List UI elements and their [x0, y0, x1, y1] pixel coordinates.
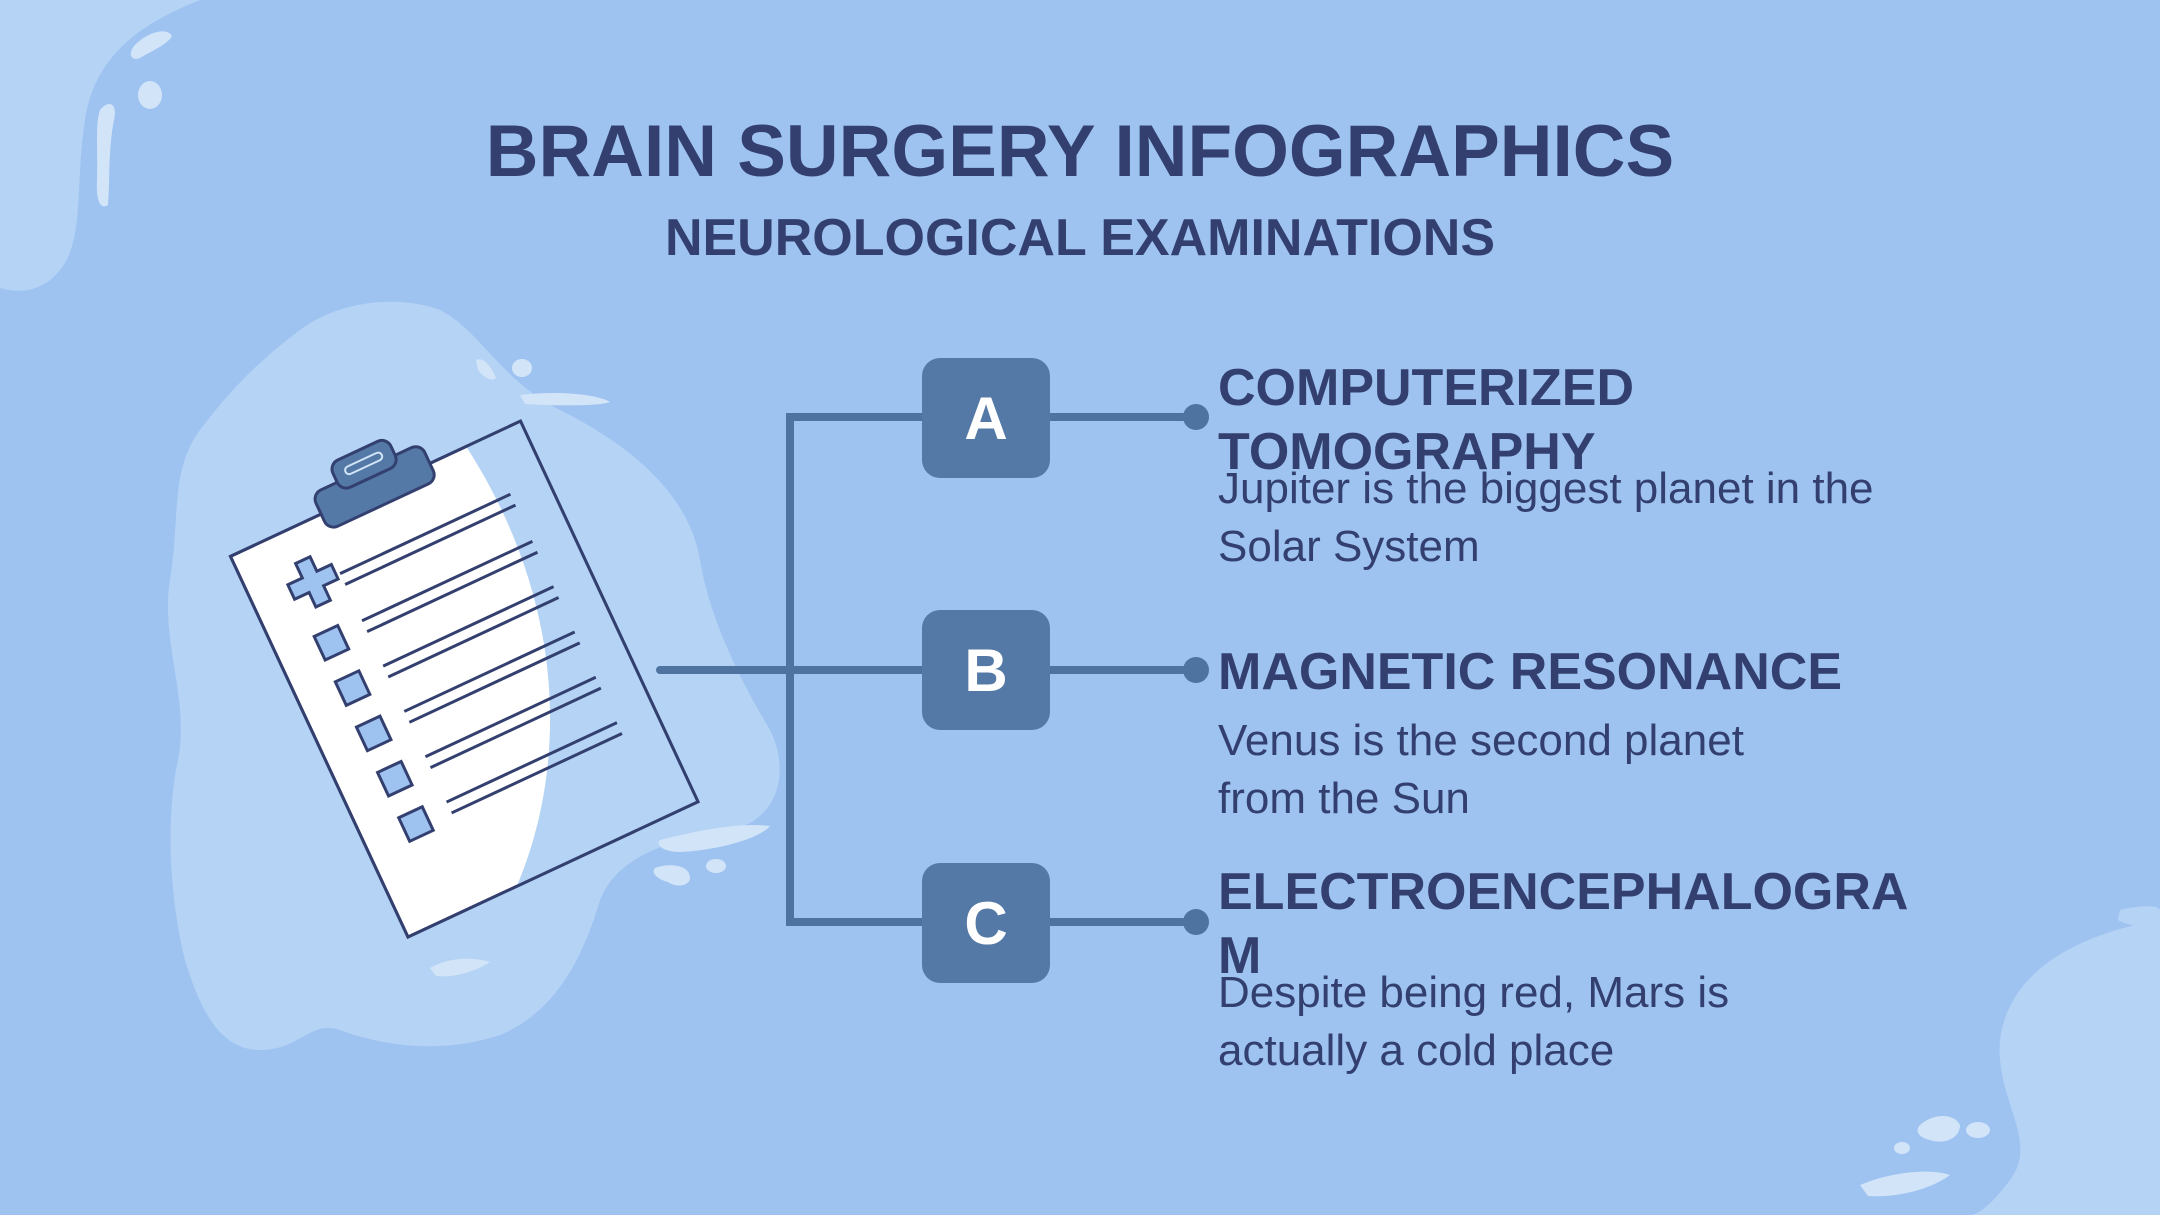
bottom-right-splash-1 [1917, 1115, 1960, 1142]
badge-a: A [922, 358, 1050, 478]
blob-splash-2 [653, 865, 690, 886]
blob-splash-1 [658, 824, 770, 852]
blob-highlight [476, 359, 496, 380]
page-title: BRAIN SURGERY INFOGRAPHICS [485, 111, 1675, 192]
blob-stroke [520, 392, 610, 406]
endpoint-dot-a [1183, 404, 1209, 430]
badge-c: C [922, 863, 1050, 983]
bottom-right-highlight [2118, 906, 2160, 927]
top-left-dot [138, 81, 162, 109]
item-description-b: Venus is the second planet from the Sun [1218, 716, 1744, 823]
item-title-a: COMPUTERIZED TOMOGRAPHY [1218, 359, 1634, 481]
blob-splash-3 [706, 859, 726, 873]
top-left-stroke [96, 104, 115, 207]
blob-splash-4 [430, 958, 490, 977]
item-title-b: MAGNETIC RESONANCE [1218, 643, 1843, 701]
bottom-right-splash-3 [1860, 1171, 1950, 1197]
item-description-c: Despite being red, Mars is actually a co… [1218, 968, 1730, 1075]
blob-dot [512, 359, 532, 377]
endpoint-dot-b [1183, 657, 1209, 683]
top-left-highlight [130, 31, 172, 59]
top-left-blob [0, 0, 200, 291]
bottom-right-blob [1970, 920, 2160, 1215]
branch-trunk [786, 413, 929, 926]
endpoint-dot-c [1183, 909, 1209, 935]
item-title-c: ELECTROENCEPHALOGRAM [1218, 863, 1909, 985]
bottom-right-splash-4 [1894, 1142, 1910, 1154]
badge-b: B [922, 610, 1050, 730]
bottom-right-splash-2 [1966, 1122, 1990, 1138]
page-subtitle: NEUROLOGICAL EXAMINATIONS [664, 209, 1496, 267]
item-description-a: Jupiter is the biggest planet in the Sol… [1218, 464, 1874, 571]
